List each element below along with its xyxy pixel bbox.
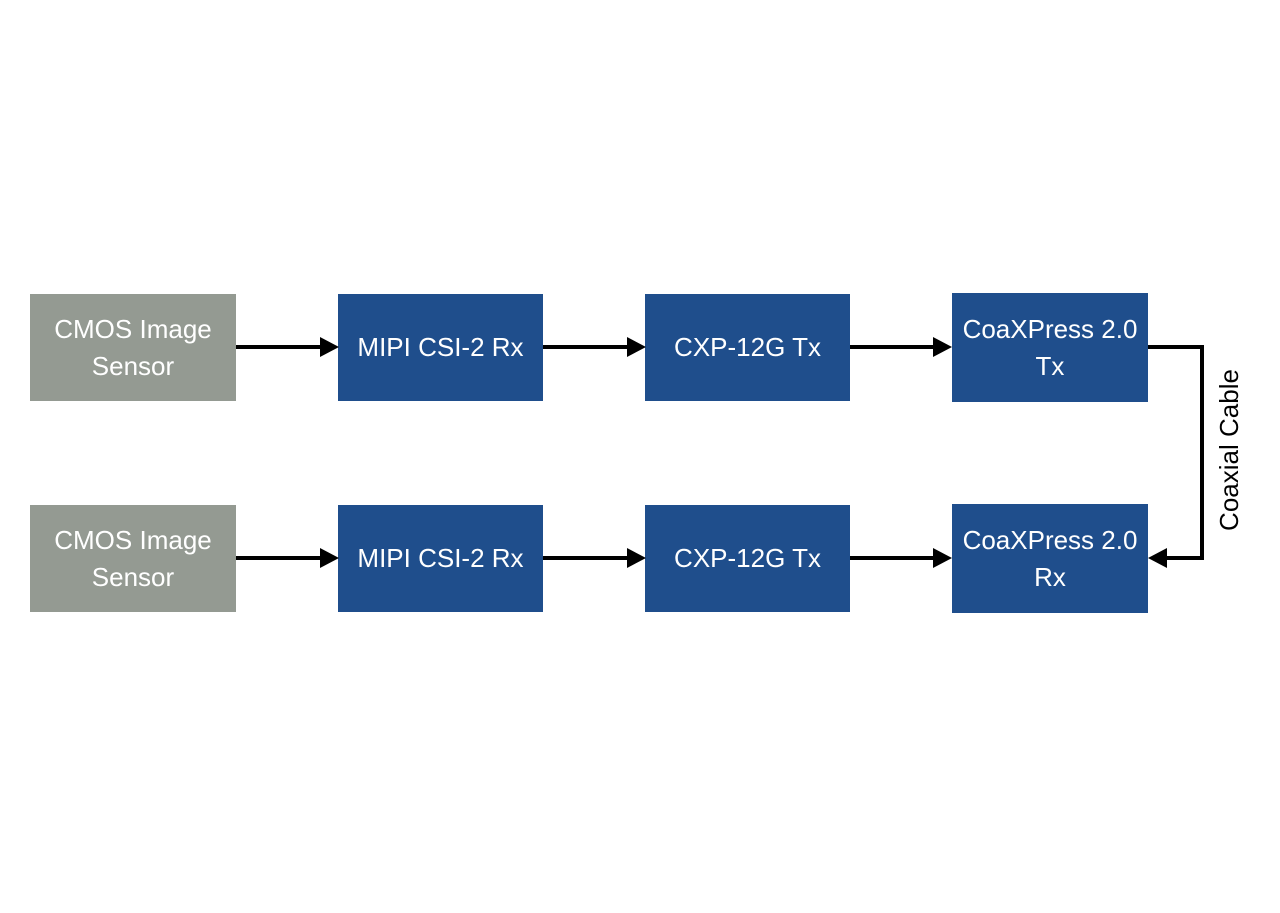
arrow-head-icon: [627, 548, 646, 568]
box-cmos-image-sensor-row2: CMOS Image Sensor: [30, 505, 236, 612]
box-cmos-image-sensor-row1: CMOS Image Sensor: [30, 294, 236, 401]
arrow-line: [236, 345, 322, 349]
box-coaxpress-2-0-rx: CoaXPress 2.0 Rx: [952, 504, 1148, 613]
arrow-line: [236, 556, 322, 560]
arrow-head-icon: [933, 337, 952, 357]
box-label: Sensor: [91, 561, 175, 592]
arrow-head-icon: [320, 548, 339, 568]
arrow-line: [850, 556, 935, 560]
box-label: CXP-12G Tx: [674, 543, 821, 573]
coaxial-cable-label: Coaxial Cable: [1214, 369, 1244, 531]
box-cxp-12g-tx-row1: CXP-12G Tx: [645, 294, 850, 401]
box-mipi-csi2-rx-row2: MIPI CSI-2 Rx: [338, 505, 543, 612]
box-label: CMOS Image: [54, 524, 212, 555]
arrow-head-icon: [933, 548, 952, 568]
arrow-line: [543, 556, 629, 560]
box-label: CoaXPress 2.0: [962, 524, 1138, 555]
box-label: CMOS Image: [54, 313, 212, 344]
connector-line-vertical: [1200, 345, 1204, 560]
connector-line-bottom: [1164, 556, 1204, 560]
box-label: MIPI CSI-2 Rx: [357, 543, 524, 573]
box-label: CoaXPress 2.0: [962, 313, 1138, 344]
arrow-head-icon: [627, 337, 646, 357]
box-label: Rx: [1034, 561, 1066, 592]
box-label: Sensor: [91, 350, 175, 381]
box-mipi-csi2-rx-row1: MIPI CSI-2 Rx: [338, 294, 543, 401]
box-label: Tx: [1035, 350, 1065, 381]
box-cxp-12g-tx-row2: CXP-12G Tx: [645, 505, 850, 612]
box-coaxpress-2-0-tx: CoaXPress 2.0 Tx: [952, 293, 1148, 402]
arrow-line: [850, 345, 935, 349]
arrow-head-icon: [1148, 548, 1167, 568]
box-label: MIPI CSI-2 Rx: [357, 332, 524, 362]
arrow-line: [543, 345, 629, 349]
box-label: CXP-12G Tx: [674, 332, 821, 362]
arrow-head-icon: [320, 337, 339, 357]
connector-line-top: [1148, 345, 1204, 349]
